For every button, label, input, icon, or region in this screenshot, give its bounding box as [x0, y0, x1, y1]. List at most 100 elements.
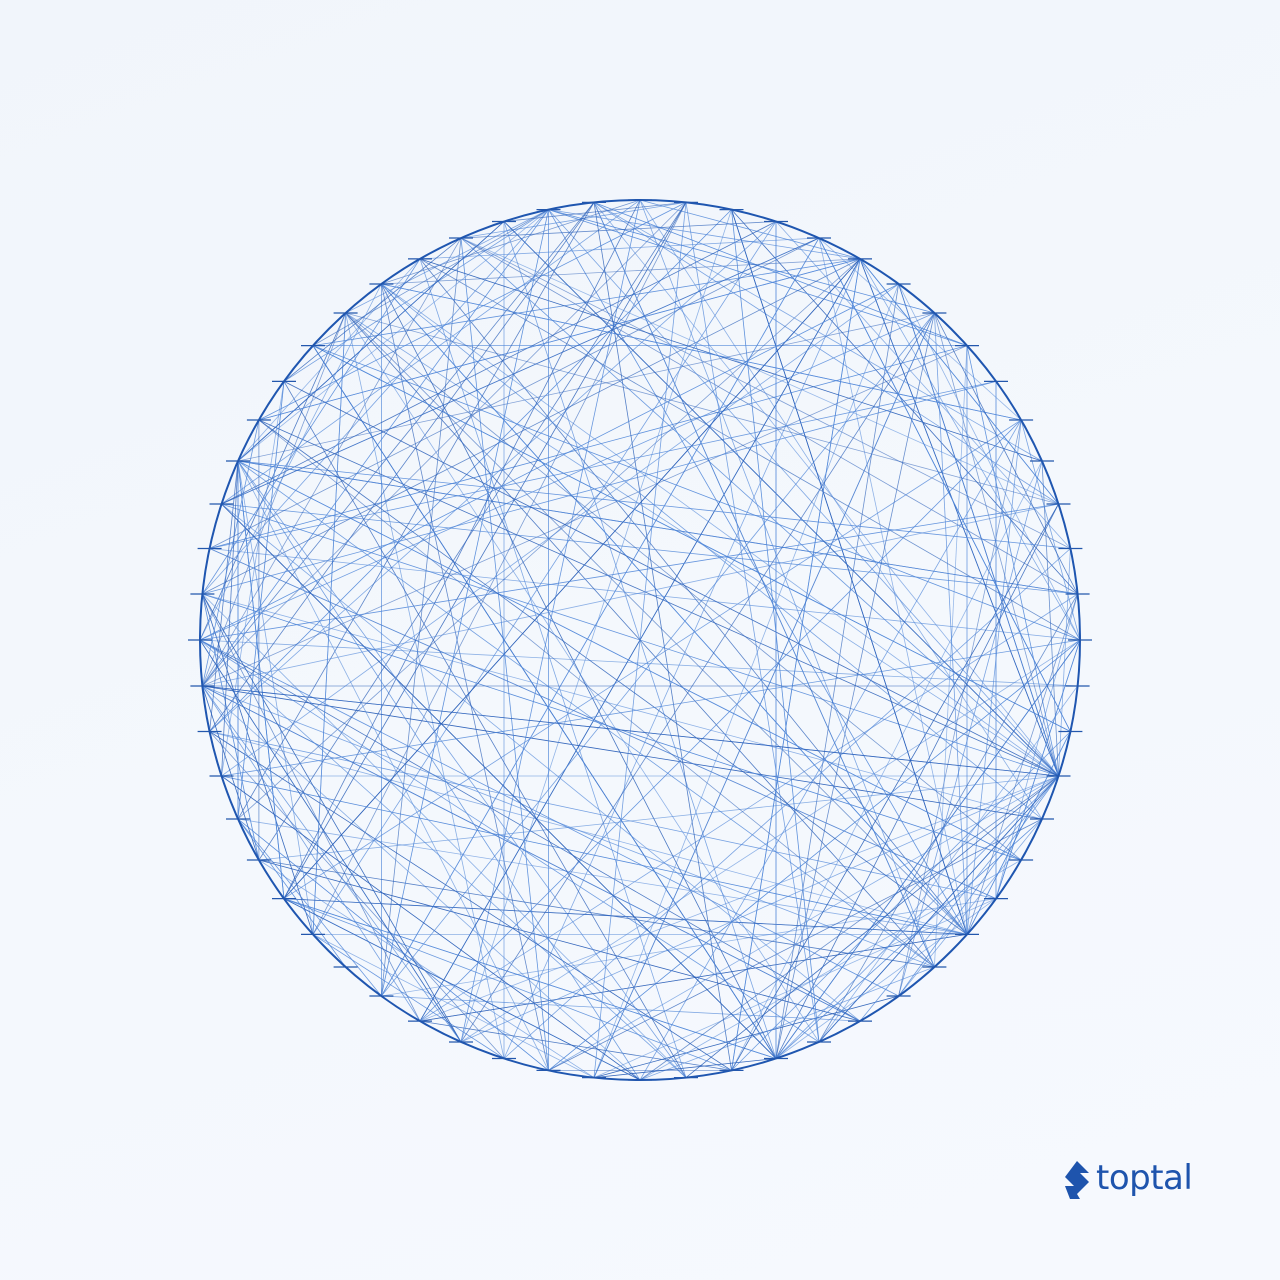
chord-line — [548, 209, 935, 314]
chord-line — [312, 934, 595, 1078]
chord-line — [593, 312, 935, 1078]
chord-line — [202, 593, 421, 1022]
chord-line — [381, 237, 462, 997]
chord-line — [548, 209, 1059, 777]
chord-line — [237, 460, 687, 1078]
chord-line — [209, 731, 732, 1071]
chord-line — [460, 639, 1081, 1043]
chord-line — [593, 202, 687, 1078]
chord-line — [503, 202, 687, 222]
chord-line — [381, 283, 1022, 421]
chord-line — [345, 312, 1059, 777]
chord-line — [639, 775, 1059, 1081]
chord-line — [995, 639, 1081, 899]
chord-line — [258, 859, 861, 1022]
chord-line — [209, 237, 820, 549]
chord-line — [258, 419, 1059, 777]
chord-line — [548, 209, 861, 260]
chord-line — [237, 460, 549, 1071]
chord-line — [283, 258, 861, 899]
chord-line — [209, 731, 505, 1059]
chord-line — [283, 381, 687, 1078]
chord-line — [460, 209, 732, 1043]
chord-line — [202, 202, 687, 687]
chord-line — [258, 419, 968, 935]
chord-line — [221, 381, 285, 777]
chord-line — [283, 209, 549, 382]
chord-line — [593, 898, 997, 1078]
chord-line — [202, 593, 260, 861]
chord-line — [202, 419, 260, 687]
chord-line — [199, 312, 935, 641]
chord-line — [898, 283, 1059, 777]
chord-line — [381, 283, 549, 1071]
chord-line — [199, 639, 899, 997]
chord-line — [503, 258, 861, 1059]
chord-line — [593, 283, 899, 1078]
chord-line — [731, 258, 861, 1071]
chord-line — [237, 221, 505, 462]
chord-line — [221, 775, 641, 1081]
chord-line — [381, 283, 1059, 777]
chord-line — [199, 639, 462, 1043]
chord-line — [209, 209, 732, 732]
chord-line — [202, 685, 935, 968]
chord-line — [419, 258, 687, 1078]
chord-line — [221, 283, 899, 777]
chord-line — [237, 460, 641, 1081]
chord-line — [283, 199, 641, 899]
chord-line — [202, 593, 1022, 861]
chord-line — [237, 460, 1022, 861]
chord-line — [419, 775, 1059, 1022]
chord-line — [419, 258, 1081, 641]
chord-line — [460, 202, 687, 239]
chord-line — [381, 898, 997, 997]
chord-line — [209, 548, 997, 899]
chord-line — [221, 775, 968, 935]
chord-line — [258, 202, 687, 421]
chord-line — [898, 818, 1043, 997]
chord-line — [312, 345, 1071, 732]
chord-line — [202, 381, 997, 595]
chord-line — [283, 419, 1022, 899]
chord-line — [639, 199, 861, 260]
chord-line — [381, 209, 549, 997]
chord-line — [202, 685, 462, 1043]
chord-line — [221, 503, 861, 1022]
chord-line — [419, 934, 968, 1022]
chord-line — [237, 460, 285, 899]
chord-line — [775, 503, 1059, 1059]
chord-line — [685, 775, 1059, 1078]
chord-line — [460, 237, 1059, 777]
chord-line — [202, 593, 462, 1043]
chord-line — [202, 685, 861, 1022]
chord-line — [237, 202, 595, 820]
chord-line — [548, 639, 1081, 1071]
chord-line — [859, 258, 1081, 641]
chord-line — [199, 639, 820, 1043]
peg-ticks — [188, 199, 1092, 1081]
brand-name: toptal — [1096, 1158, 1193, 1198]
chord-line — [221, 503, 777, 1059]
chord-line — [859, 258, 1059, 505]
chord-line — [460, 199, 641, 1043]
chord-line — [283, 898, 641, 1081]
chord-line — [283, 381, 1059, 777]
chord-line — [419, 258, 1043, 462]
chord-line — [859, 258, 1059, 777]
chord-line — [258, 859, 935, 968]
chord-line — [1041, 460, 1059, 777]
chord-line — [731, 209, 968, 935]
chord-line — [199, 503, 1059, 641]
chord-line — [593, 202, 1059, 777]
chord-line — [221, 237, 820, 505]
chord-line — [966, 593, 1078, 935]
chord-line — [639, 859, 1022, 1081]
chord-line — [221, 221, 777, 505]
chord-line — [898, 283, 1081, 641]
chord-line — [237, 460, 935, 968]
chord-line — [775, 221, 1071, 549]
toptal-logo-mark-icon — [1065, 1161, 1089, 1199]
chord-line — [237, 209, 549, 462]
